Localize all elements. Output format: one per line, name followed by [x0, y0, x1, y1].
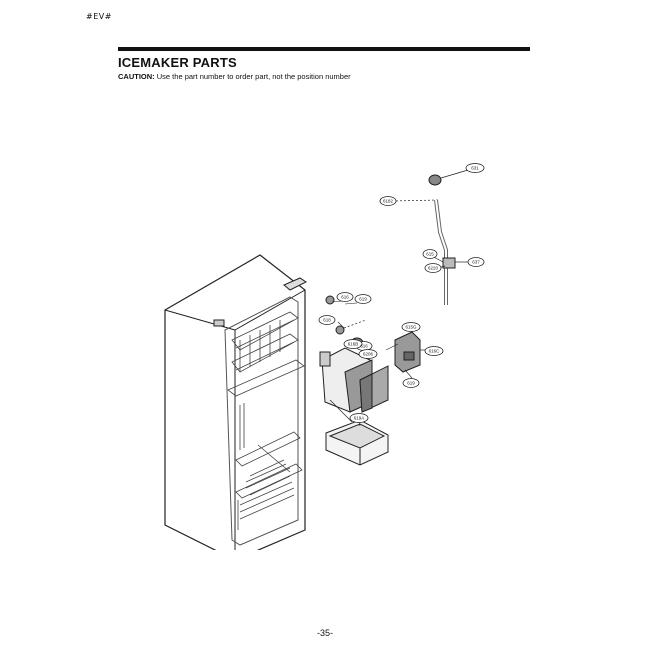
callout-label: 615 — [426, 252, 434, 257]
callout-label: 619 — [407, 381, 415, 386]
title-rule — [118, 47, 530, 51]
callout-label: 6220 — [428, 266, 439, 271]
caution-note: CAUTION: Use the part number to order pa… — [118, 72, 351, 81]
caution-text: Use the part number to order part, not t… — [156, 72, 351, 81]
refrigerator-cabinet — [164, 254, 307, 550]
callout-label: 619 — [359, 297, 367, 302]
ice-bucket — [325, 419, 389, 466]
page-title: ICEMAKER PARTS — [118, 55, 237, 70]
callout-bubbles — [318, 163, 485, 423]
page-number: -35- — [316, 628, 333, 638]
water-tube-assembly — [391, 169, 469, 305]
callout-label: 616 — [341, 295, 349, 300]
callout-label: 615G — [405, 325, 417, 330]
callout-label: 6206 — [363, 352, 374, 357]
callout-label: 616 — [360, 344, 368, 349]
callout-label: 616C — [429, 349, 441, 354]
document-code: #EV# — [86, 12, 112, 21]
callout-label: 616B — [348, 342, 359, 347]
callout-labels: 631 6182 615 6220 637 616 619 618 616 61… — [323, 166, 480, 421]
caution-label: CAUTION: — [118, 72, 155, 81]
callout-label: 637 — [472, 260, 480, 265]
callout-label: 618 — [323, 318, 331, 323]
callout-label: 619A — [354, 416, 365, 421]
callout-label: 631 — [471, 166, 479, 171]
icemaker-unit — [319, 319, 389, 423]
callout-label: 6182 — [383, 199, 394, 204]
exploded-parts-diagram: 631 6182 615 6220 637 616 619 618 616 61… — [164, 163, 485, 550]
